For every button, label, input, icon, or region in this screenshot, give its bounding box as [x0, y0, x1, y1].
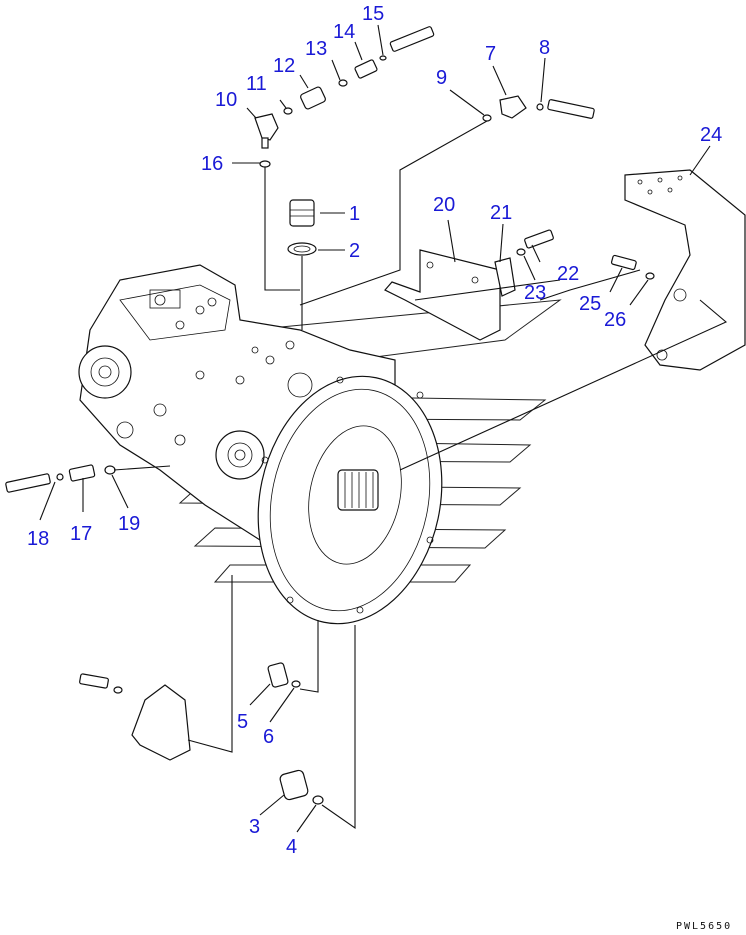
- connector-lines: [39, 24, 728, 833]
- callout-3: 3: [249, 816, 260, 838]
- callout-18: 18: [27, 528, 49, 550]
- callout-23: 23: [524, 282, 546, 304]
- callout-19: 19: [118, 513, 140, 535]
- callout-9: 9: [436, 67, 447, 89]
- callout-26: 26: [604, 309, 626, 331]
- callout-24: 24: [700, 124, 722, 146]
- callout-10: 10: [215, 89, 237, 111]
- small-parts: [5, 26, 746, 805]
- callout-7: 7: [485, 43, 496, 65]
- callout-21: 21: [490, 202, 512, 224]
- callout-15: 15: [362, 3, 384, 25]
- callout-4: 4: [286, 836, 297, 858]
- callout-16: 16: [201, 153, 223, 175]
- callout-13: 13: [305, 38, 327, 60]
- callout-5: 5: [237, 711, 248, 733]
- callout-25: 25: [579, 293, 601, 315]
- callout-8: 8: [539, 37, 550, 59]
- callout-22: 22: [557, 263, 579, 285]
- callout-20: 20: [433, 194, 455, 216]
- callout-12: 12: [273, 55, 295, 77]
- callout-6: 6: [263, 726, 274, 748]
- callout-2: 2: [349, 240, 360, 262]
- callout-14: 14: [333, 21, 355, 43]
- callout-17: 17: [70, 523, 92, 545]
- callout-labels: 1 2 3 4 5 6 7 8 9 10 11 12 13 14 15 16 1…: [27, 3, 722, 858]
- callout-11: 11: [246, 73, 267, 95]
- flywheel-housing: [257, 375, 443, 625]
- callout-1: 1: [349, 203, 360, 225]
- drawing-code: PWL5650: [676, 921, 732, 932]
